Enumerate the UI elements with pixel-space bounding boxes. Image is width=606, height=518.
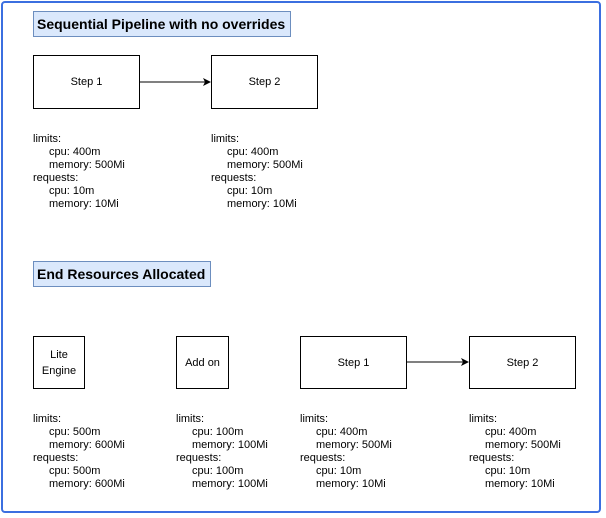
requests-memory: memory: 10Mi bbox=[227, 198, 297, 210]
s2-add-on-label: Add on bbox=[185, 356, 220, 369]
section-title-end-resources: End Resources Allocated bbox=[33, 261, 211, 287]
requests-memory: memory: 10Mi bbox=[485, 478, 555, 490]
requests-memory: memory: 10Mi bbox=[316, 478, 386, 490]
s2-lite-engine-resources: limits: cpu: 500m memory: 600Mi requests… bbox=[33, 413, 125, 491]
s2-step1-resources: limits: cpu: 400m memory: 500Mi requests… bbox=[300, 413, 392, 491]
s2-step1-node[interactable]: Step 1 bbox=[300, 336, 407, 389]
s2-add-on-resources: limits: cpu: 100m memory: 100Mi requests… bbox=[176, 413, 268, 491]
requests-cpu: cpu: 100m bbox=[192, 465, 244, 477]
s1-step1-label: Step 1 bbox=[70, 76, 103, 88]
limits-cpu: cpu: 400m bbox=[49, 146, 101, 158]
limits-cpu: cpu: 400m bbox=[485, 426, 537, 438]
requests-cpu: cpu: 10m bbox=[49, 185, 95, 197]
requests-label: requests: bbox=[211, 172, 257, 184]
requests-memory: memory: 600Mi bbox=[49, 478, 125, 490]
s2-step2-node[interactable]: Step 2 bbox=[469, 336, 576, 389]
limits-memory: memory: 500Mi bbox=[316, 439, 392, 451]
requests-cpu: cpu: 500m bbox=[49, 465, 101, 477]
s2-step1-label: Step 1 bbox=[337, 356, 370, 369]
limits-label: limits: bbox=[300, 413, 329, 425]
limits-label: limits: bbox=[33, 413, 62, 425]
requests-cpu: cpu: 10m bbox=[485, 465, 531, 477]
s2-add-on-node[interactable]: Add on bbox=[176, 336, 229, 389]
s1-step2-node[interactable]: Step 2 bbox=[211, 55, 318, 109]
limits-cpu: cpu: 400m bbox=[227, 146, 279, 158]
limits-label: limits: bbox=[211, 133, 240, 145]
s1-step2-label: Step 2 bbox=[248, 76, 281, 88]
requests-label: requests: bbox=[176, 452, 222, 464]
requests-memory: memory: 10Mi bbox=[49, 198, 119, 210]
limits-label: limits: bbox=[469, 413, 498, 425]
s2-lite-engine-label-line1: Lite bbox=[50, 348, 68, 361]
limits-cpu: cpu: 100m bbox=[192, 426, 244, 438]
s2-lite-engine-node[interactable]: Lite Engine bbox=[33, 336, 85, 389]
limits-memory: memory: 500Mi bbox=[227, 159, 303, 171]
requests-cpu: cpu: 10m bbox=[316, 465, 362, 477]
limits-label: limits: bbox=[33, 133, 62, 145]
s2-step2-label: Step 2 bbox=[506, 356, 539, 369]
limits-memory: memory: 100Mi bbox=[192, 439, 268, 451]
requests-label: requests: bbox=[33, 452, 79, 464]
s1-step2-resources: limits: cpu: 400m memory: 500Mi requests… bbox=[211, 133, 303, 211]
s2-step2-resources: limits: cpu: 400m memory: 500Mi requests… bbox=[469, 413, 561, 491]
requests-memory: memory: 100Mi bbox=[192, 478, 268, 490]
section-title-sequential-pipeline: Sequential Pipeline with no overrides bbox=[33, 11, 291, 37]
limits-memory: memory: 500Mi bbox=[49, 159, 125, 171]
s2-lite-engine-label-line2: Engine bbox=[41, 364, 77, 377]
limits-cpu: cpu: 500m bbox=[49, 426, 101, 438]
requests-label: requests: bbox=[33, 172, 79, 184]
s1-step1-resources: limits: cpu: 400m memory: 500Mi requests… bbox=[33, 133, 125, 211]
limits-cpu: cpu: 400m bbox=[316, 426, 368, 438]
limits-label: limits: bbox=[176, 413, 205, 425]
limits-memory: memory: 500Mi bbox=[485, 439, 561, 451]
limits-memory: memory: 600Mi bbox=[49, 439, 125, 451]
requests-cpu: cpu: 10m bbox=[227, 185, 273, 197]
requests-label: requests: bbox=[469, 452, 515, 464]
s1-step1-node[interactable]: Step 1 bbox=[33, 55, 140, 109]
requests-label: requests: bbox=[300, 452, 346, 464]
